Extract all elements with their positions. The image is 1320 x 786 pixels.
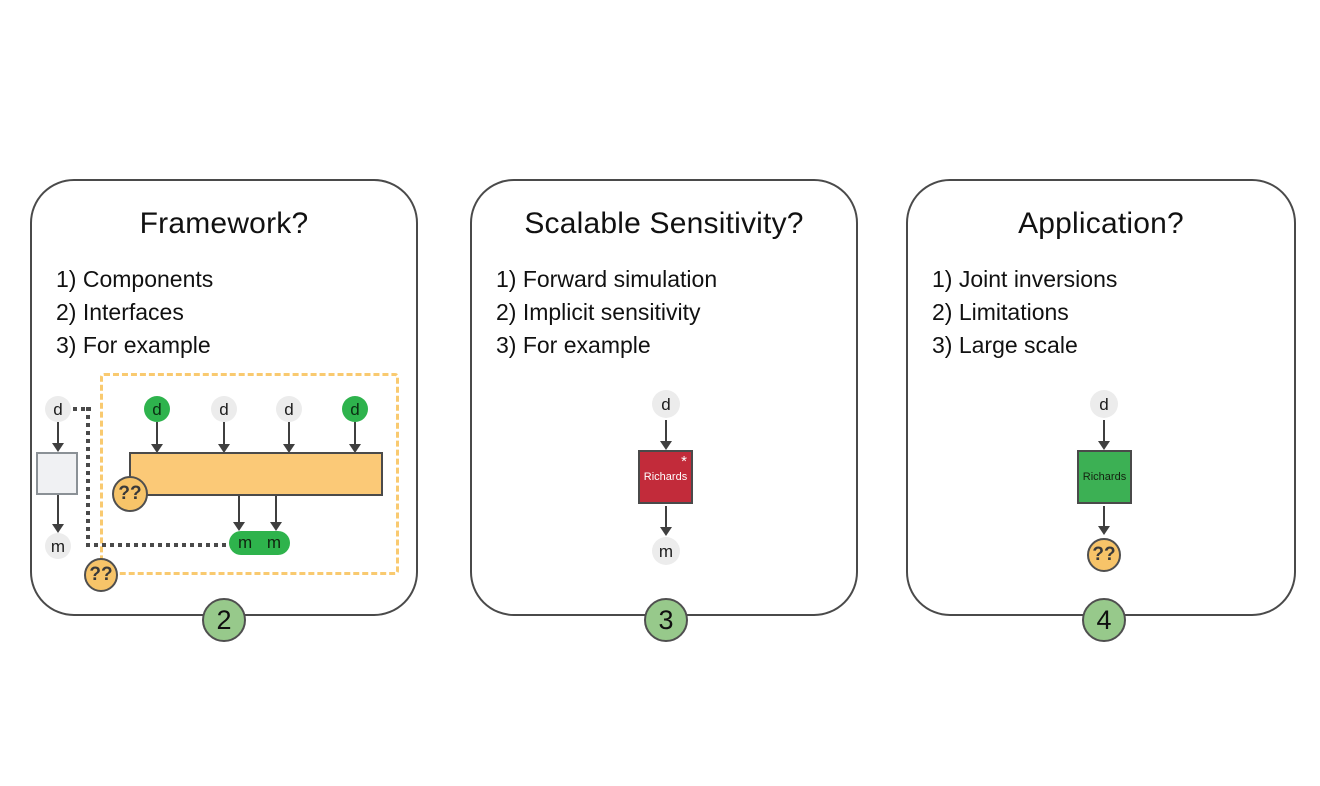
richards-label: Richards	[643, 471, 688, 483]
panel-list: 1) Forward simulation 2) Implicit sensit…	[496, 263, 717, 362]
arrow-down-icon	[1098, 506, 1110, 535]
node-m: m	[45, 533, 71, 559]
panel-title: Framework?	[139, 207, 309, 240]
node-d: d	[144, 396, 170, 422]
list-item: 3) For example	[56, 332, 211, 358]
dotted-connector-vertical	[86, 407, 90, 545]
sensitivity-diagram: d Richards * m	[472, 181, 856, 614]
node-d: d	[211, 396, 237, 422]
arrow-down-icon	[52, 495, 64, 533]
list-item: 1) Joint inversions	[932, 266, 1118, 292]
list-item: 2) Limitations	[932, 299, 1069, 325]
framework-diagram: d m d d d d ?? m m ??	[32, 181, 416, 614]
panel-title: Scalable Sensitivity?	[524, 207, 804, 240]
generic-simulation-box	[36, 452, 78, 495]
panel-framework: Framework? 1) Components 2) Interfaces 3…	[30, 179, 418, 642]
list-item: 1) Forward simulation	[496, 266, 718, 292]
node-d: d	[1090, 390, 1118, 418]
panel-list: 1) Joint inversions 2) Limitations 3) La…	[932, 263, 1117, 362]
panel-application: Application? 1) Joint inversions 2) Limi…	[906, 179, 1296, 642]
pill-label-m: m	[266, 533, 281, 552]
arrow-down-icon	[218, 422, 230, 453]
node-d: d	[342, 396, 368, 422]
arrow-down-icon	[52, 422, 64, 452]
arrow-down-icon	[660, 506, 672, 536]
node-d: d	[652, 390, 680, 418]
pill-label-m: m	[238, 533, 253, 552]
panel-list: 1) Components 2) Interfaces 3) For examp…	[56, 263, 213, 362]
node-d: d	[45, 396, 71, 422]
step-badge: 3	[644, 598, 688, 642]
question-badge: ??	[112, 476, 148, 512]
list-item: 2) Interfaces	[56, 299, 184, 325]
richards-box: Richards	[1077, 450, 1132, 504]
simulation-bar	[129, 452, 383, 496]
panel-title: Application?	[1018, 207, 1184, 240]
asterisk-note: *	[681, 453, 687, 470]
arrow-down-icon	[233, 496, 245, 531]
dashed-group-box	[100, 373, 399, 575]
model-pill: m m	[229, 531, 290, 555]
list-item: 2) Implicit sensitivity	[496, 299, 701, 325]
panel-scalable-sensitivity: Scalable Sensitivity? 1) Forward simulat…	[470, 179, 858, 642]
application-diagram: d Richards ??	[908, 181, 1294, 614]
list-item: 3) Large scale	[932, 332, 1078, 358]
arrow-down-icon	[660, 420, 672, 450]
step-badge: 2	[202, 598, 246, 642]
step-badge: 4	[1082, 598, 1126, 642]
arrow-down-icon	[270, 496, 282, 531]
arrow-down-icon	[283, 422, 295, 453]
question-badge: ??	[1087, 538, 1121, 572]
dotted-connector-top	[73, 407, 91, 411]
richards-label: Richards	[1082, 471, 1127, 483]
node-d: d	[276, 396, 302, 422]
list-item: 3) For example	[496, 332, 651, 358]
arrow-down-icon	[349, 422, 361, 453]
dotted-connector-bottom	[86, 543, 229, 547]
arrow-down-icon	[151, 422, 163, 453]
node-m: m	[652, 537, 680, 565]
arrow-down-icon	[1098, 420, 1110, 450]
question-badge: ??	[84, 558, 118, 592]
richards-box: Richards *	[638, 450, 693, 504]
list-item: 1) Components	[56, 266, 214, 292]
